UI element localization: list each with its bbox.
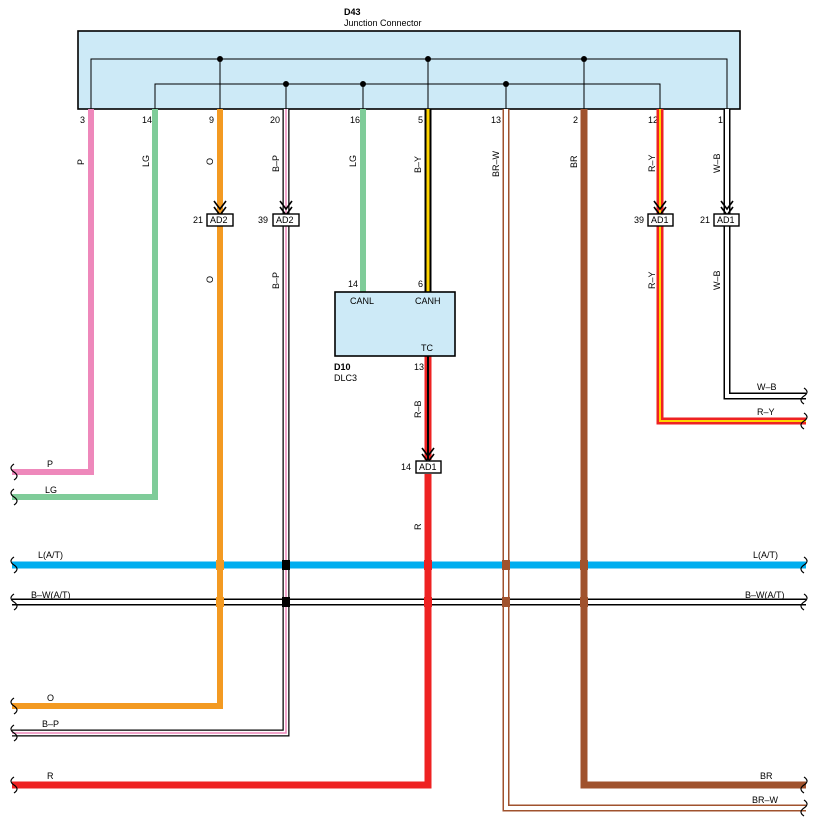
wire-w-b — [723, 109, 806, 400]
wire-br — [580, 109, 806, 789]
pin-number: 20 — [270, 115, 280, 125]
svg-text:39: 39 — [258, 215, 268, 225]
bus-labels-left: P LG L(A/T) B–W(A/T) O B–P R — [31, 459, 71, 781]
svg-text:AD1: AD1 — [419, 462, 437, 472]
connector-ad2-21: AD2 21 — [193, 200, 234, 227]
vlabel: R–B — [413, 400, 423, 418]
dlc-pin-tc: 13 — [414, 362, 424, 372]
pin-number: 5 — [418, 115, 423, 125]
dlc-id: D10 — [334, 362, 351, 372]
dlc-tc-label: TC — [421, 343, 433, 353]
wire-o — [12, 109, 223, 709]
wire-p — [12, 109, 94, 475]
vlabel: R–Y — [647, 154, 657, 172]
vlabel: B–P — [271, 155, 281, 172]
vlabel: B–Y — [413, 156, 423, 173]
break-marks-left — [10, 463, 18, 794]
pin-number: 9 — [209, 115, 214, 125]
connector-ad2-39: AD2 39 — [258, 200, 300, 227]
bus-label: W–B — [757, 382, 777, 392]
vlabel: R–Y — [647, 271, 657, 289]
bus-label: B–W(A/T) — [31, 590, 71, 600]
dlc-canl-label: CANL — [350, 296, 374, 306]
vlabel: B–P — [271, 272, 281, 289]
svg-text:AD2: AD2 — [210, 215, 228, 225]
bus-label: R — [47, 771, 54, 781]
pin-number: 16 — [350, 115, 360, 125]
bus-label: P — [47, 459, 53, 469]
vertical-wire-labels: P LG O B–P LG B–Y BR–W BR R–Y W–B — [76, 150, 722, 177]
junction-connector-box — [77, 30, 741, 110]
bus-label: O — [47, 693, 54, 703]
junction-name: Junction Connector — [344, 18, 422, 28]
junction-internal-wiring — [90, 58, 728, 109]
svg-text:21: 21 — [700, 215, 710, 225]
vlabel: W–B — [712, 270, 722, 290]
bus-labels-right: L(A/T) B–W(A/T) W–B R–Y BR BR–W — [745, 382, 785, 805]
pin-number: 2 — [573, 115, 578, 125]
break-marks-right — [800, 387, 808, 817]
svg-text:AD2: AD2 — [276, 215, 294, 225]
crossing-marks — [216, 560, 588, 607]
dlc-name: DLC3 — [334, 373, 357, 383]
pin-number: 1 — [718, 115, 723, 125]
bus-label: L(A/T) — [753, 550, 778, 560]
wire-r-y — [656, 109, 806, 425]
pin-numbers: 3 14 9 20 16 5 13 2 12 1 — [80, 115, 723, 125]
vlabel: O — [205, 276, 215, 283]
svg-text:AD1: AD1 — [651, 215, 669, 225]
svg-text:21: 21 — [193, 215, 203, 225]
connector-ad1-14: AD1 14 — [401, 447, 442, 474]
junction-splice-dots — [217, 56, 587, 87]
bus-label: LG — [45, 485, 57, 495]
vlabel: O — [205, 158, 215, 165]
vlabel: W–B — [712, 153, 722, 173]
svg-text:AD1: AD1 — [717, 215, 735, 225]
bus-label: L(A/T) — [38, 550, 63, 560]
vlabel: LG — [141, 155, 151, 167]
vlabel: BR — [569, 155, 579, 168]
svg-text:14: 14 — [401, 462, 411, 472]
pin-number: 14 — [142, 115, 152, 125]
wire-r — [12, 474, 432, 789]
bus-label: R–Y — [757, 407, 775, 417]
pin-number: 13 — [491, 115, 501, 125]
wire-b-p — [12, 109, 290, 737]
dlc-pin-canl: 14 — [348, 279, 358, 289]
vlabel: BR–W — [491, 150, 501, 177]
vlabel: R — [413, 523, 423, 530]
wire-lg-14 — [12, 109, 158, 500]
connector-ad1-21: AD1 21 — [700, 200, 740, 227]
vlabel: P — [76, 159, 86, 165]
bus-label: BR — [760, 771, 773, 781]
bus-label: B–W(A/T) — [745, 590, 785, 600]
dlc-pin-canh: 6 — [418, 279, 423, 289]
pin-number: 12 — [648, 115, 658, 125]
dlc3-box — [334, 291, 456, 357]
svg-text:39: 39 — [634, 215, 644, 225]
bus-label: BR–W — [752, 795, 779, 805]
vertical-wire-labels-lower: O B–P R–Y W–B R–B R — [205, 270, 722, 530]
vlabel: LG — [348, 155, 358, 167]
junction-id: D43 — [344, 7, 361, 17]
pin-number: 3 — [80, 115, 85, 125]
connector-ad1-39: AD1 39 — [634, 200, 674, 227]
bus-label: B–P — [42, 719, 59, 729]
dlc-canh-label: CANH — [415, 296, 441, 306]
